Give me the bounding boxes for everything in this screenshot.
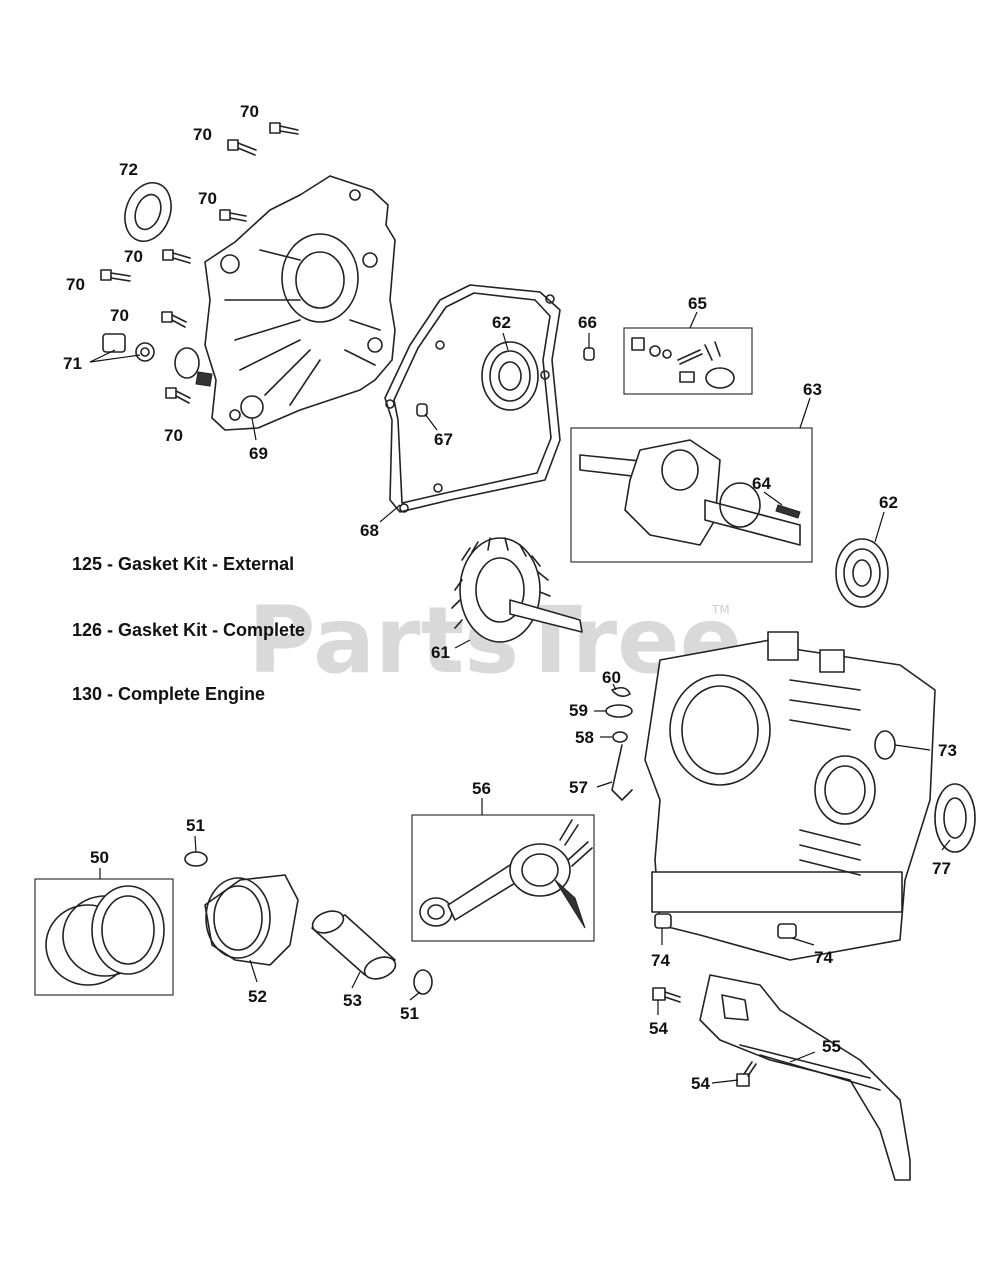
- seal-58[interactable]: [612, 731, 628, 743]
- piston-52[interactable]: [204, 874, 299, 966]
- callout-53[interactable]: 53: [343, 991, 362, 1010]
- connecting-rod-56[interactable]: [419, 819, 593, 929]
- dowel-66[interactable]: [583, 347, 595, 361]
- callout-51[interactable]: 51: [186, 816, 205, 835]
- plug-74b[interactable]: [777, 923, 797, 939]
- callout-74[interactable]: 74: [651, 951, 670, 970]
- callout-72[interactable]: 72: [119, 160, 138, 179]
- callout-70[interactable]: 70: [240, 102, 259, 121]
- callouts: 70 70 70 70 70 70 70 72 71 69 68 67 66 6…: [63, 102, 957, 1093]
- gasket-68[interactable]: [384, 284, 561, 513]
- callout-58[interactable]: 58: [575, 728, 594, 747]
- callout-62[interactable]: 62: [492, 313, 511, 332]
- callout-54[interactable]: 54: [649, 1019, 668, 1038]
- bolt-54b[interactable]: [736, 1061, 757, 1087]
- bearing-62a[interactable]: [481, 341, 539, 411]
- drain-plug-71[interactable]: [102, 333, 155, 362]
- callout-69[interactable]: 69: [249, 444, 268, 463]
- callout-50[interactable]: 50: [90, 848, 109, 867]
- bolt-70e: [100, 269, 131, 282]
- snap-ring-51b[interactable]: [413, 969, 433, 995]
- callout-56[interactable]: 56: [472, 779, 491, 798]
- snap-ring-51a[interactable]: [184, 851, 208, 867]
- callout-74[interactable]: 74: [814, 948, 833, 967]
- bolt-70b: [227, 139, 257, 156]
- kit-note-complete-engine: 130 - Complete Engine: [72, 684, 265, 704]
- washer-59[interactable]: [605, 704, 633, 718]
- piston-pin-53[interactable]: [310, 907, 399, 983]
- callout-70[interactable]: 70: [110, 306, 129, 325]
- callout-70[interactable]: 70: [198, 189, 217, 208]
- bolt-70-group[interactable]: [100, 122, 299, 404]
- oil-seal-77[interactable]: [934, 783, 976, 853]
- watermark-trademark: TM: [711, 603, 730, 617]
- callout-60[interactable]: 60: [602, 668, 621, 687]
- bolt-70f: [161, 311, 187, 328]
- camshaft-61[interactable]: [451, 537, 583, 643]
- piston-ring-kit-box: [34, 878, 174, 996]
- piston-rings-50[interactable]: [45, 885, 165, 986]
- callout-77[interactable]: 77: [932, 859, 951, 878]
- bolt-54a[interactable]: [652, 987, 681, 1003]
- leader-lines: [89, 311, 951, 1084]
- callout-52[interactable]: 52: [248, 987, 267, 1006]
- bolt-70d: [162, 249, 191, 264]
- callout-63[interactable]: 63: [803, 380, 822, 399]
- callout-66[interactable]: 66: [578, 313, 597, 332]
- plug-74a[interactable]: [654, 913, 672, 929]
- callout-51[interactable]: 51: [400, 1004, 419, 1023]
- dowel-67[interactable]: [416, 403, 428, 417]
- bolt-70c: [219, 209, 247, 222]
- callout-65[interactable]: 65: [688, 294, 707, 313]
- connecting-rod-kit-box: [411, 814, 595, 942]
- callout-64[interactable]: 64: [752, 474, 771, 493]
- callout-61[interactable]: 61: [431, 643, 450, 662]
- callout-73[interactable]: 73: [938, 741, 957, 760]
- bolt-70g: [165, 387, 191, 404]
- callout-70[interactable]: 70: [66, 275, 85, 294]
- cotter-pin-60[interactable]: [611, 686, 631, 698]
- callout-54[interactable]: 54: [691, 1074, 710, 1093]
- engine-block-73[interactable]: [644, 631, 936, 961]
- kit-note-gasket-complete: 126 - Gasket Kit - Complete: [72, 620, 305, 640]
- callout-67[interactable]: 67: [434, 430, 453, 449]
- bearing-62b[interactable]: [835, 538, 889, 608]
- governor-kit-65[interactable]: [631, 337, 735, 389]
- woodruff-key-64[interactable]: [775, 504, 801, 519]
- callout-57[interactable]: 57: [569, 778, 588, 797]
- callout-70[interactable]: 70: [124, 247, 143, 266]
- callout-68[interactable]: 68: [360, 521, 379, 540]
- oil-seal-72[interactable]: [117, 176, 179, 247]
- callout-70[interactable]: 70: [164, 426, 183, 445]
- callout-55[interactable]: 55: [822, 1037, 841, 1056]
- governor-kit-box: [623, 327, 753, 395]
- kit-note-gasket-external: 125 - Gasket Kit - External: [72, 554, 294, 574]
- callout-71[interactable]: 71: [63, 354, 82, 373]
- kit-notes: 125 - Gasket Kit - External 126 - Gasket…: [72, 554, 305, 704]
- callout-59[interactable]: 59: [569, 701, 588, 720]
- bolt-70a: [269, 122, 299, 135]
- baffle-55[interactable]: [699, 974, 911, 1181]
- callout-70[interactable]: 70: [193, 125, 212, 144]
- crankshaft-kit-box: [570, 427, 813, 563]
- callout-62[interactable]: 62: [879, 493, 898, 512]
- governor-arm-57[interactable]: [611, 744, 633, 801]
- crankcase-cover-part[interactable]: [174, 175, 396, 431]
- crankshaft-63[interactable]: [579, 439, 801, 546]
